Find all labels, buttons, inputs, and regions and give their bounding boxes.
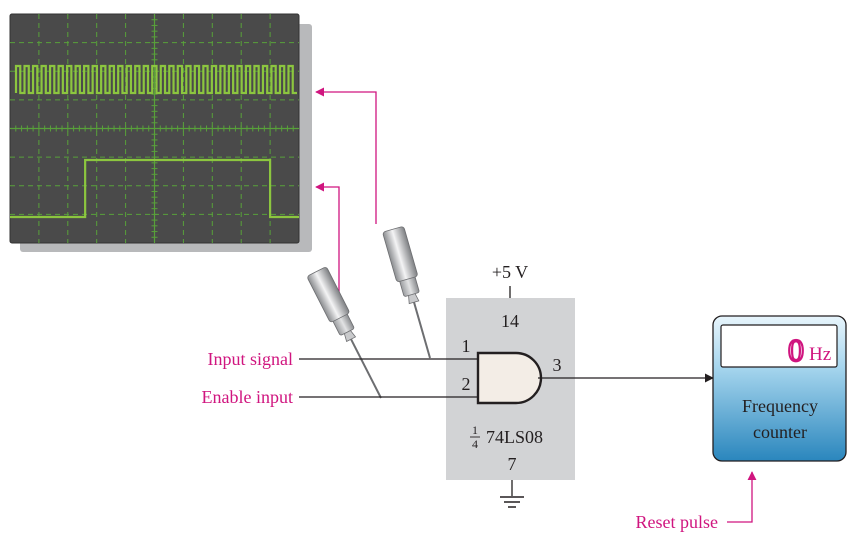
frequency-unit: Hz — [809, 344, 831, 365]
fraction-denominator: 4 — [472, 437, 478, 451]
frequency-display — [720, 324, 838, 368]
frequency-digit: 0 — [788, 332, 804, 368]
reset-pulse-label: Reset pulse — [636, 512, 719, 532]
ic-74ls08: +5 V 14 1 2 3 1 4 74LS08 7 — [446, 262, 575, 508]
part-number-label: 74LS08 — [486, 427, 543, 447]
pin-2-label: 2 — [462, 374, 471, 394]
probe-a-icon — [307, 267, 382, 399]
supply-voltage-label: +5 V — [492, 262, 528, 282]
pin-1-label: 1 — [462, 336, 471, 356]
oscilloscope — [9, 13, 312, 252]
pin-14-label: 14 — [501, 311, 519, 331]
counter-label-line1: Frequency — [742, 396, 818, 416]
enable-pulse-trace — [10, 158, 299, 219]
fraction-numerator: 1 — [472, 423, 478, 437]
probe-b-icon — [382, 226, 431, 359]
oscilloscope-grid — [10, 14, 299, 243]
input-signal-trace — [14, 64, 297, 95]
pin-3-label: 3 — [553, 355, 562, 375]
probe-a-to-scope-arrow — [315, 182, 340, 292]
counter-label-line2: counter — [753, 422, 807, 442]
pin-7-label: 7 — [508, 454, 517, 474]
probe-b-to-scope-arrow — [315, 87, 377, 224]
enable-input-label: Enable input — [202, 387, 293, 407]
frequency-counter: 0 Hz Frequency counter — [712, 315, 847, 462]
input-signal-label: Input signal — [208, 349, 294, 369]
ground-symbol-icon — [500, 496, 524, 508]
and-gate-icon — [476, 351, 543, 405]
reset-pulse-arrow — [727, 471, 757, 523]
